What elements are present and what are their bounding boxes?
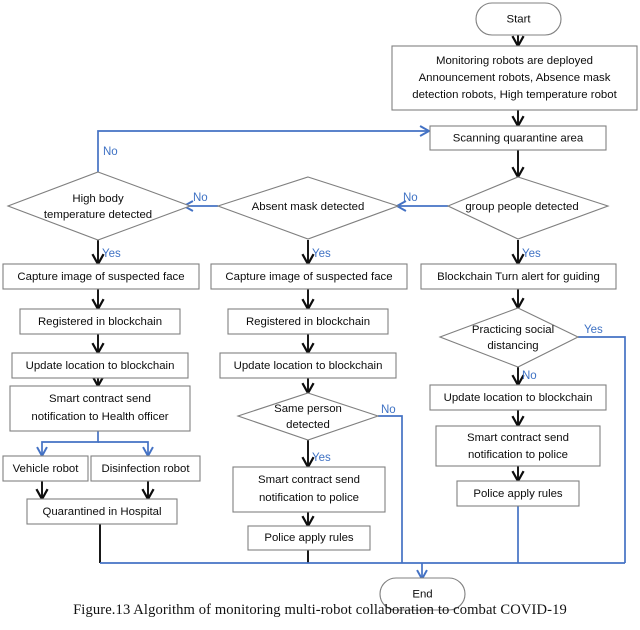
node-deploy[interactable]: Monitoring robots are deployed Announcem…: [391, 45, 638, 111]
edge-same-person-no-to-bottom-bus: [378, 415, 403, 563]
edge-label-hightemp-no: No: [103, 146, 118, 158]
node-absent-mask-label: Absent mask detected: [252, 201, 365, 213]
node-quarantined-label: Quarantined in Hospital: [42, 506, 161, 518]
node-smart-contract-health-officer[interactable]: Smart contract send notification to Heal…: [9, 385, 191, 432]
node-same-person-detected[interactable]: Same person detected: [236, 392, 380, 441]
node-smart-police-mid-line2: notification to police: [259, 492, 359, 504]
node-disinfection-robot-label: Disinfection robot: [101, 463, 190, 475]
node-vehicle-robot-label: Vehicle robot: [13, 463, 80, 475]
node-capture-mid-label: Capture image of suspected face: [225, 271, 392, 283]
node-update-mid-label: Update location to blockchain: [234, 360, 383, 372]
node-update-left-label: Update location to blockchain: [26, 360, 175, 372]
edge-label-same-person-no: No: [381, 404, 396, 416]
edge-label-hightemp-yes: Yes: [102, 248, 121, 260]
edge-smart-health-to-vehicle-robot: [42, 431, 99, 455]
node-group-people-detected[interactable]: group people detected: [446, 176, 610, 240]
node-smart-health-line1: Smart contract send: [49, 393, 151, 405]
edge-label-group-yes: Yes: [522, 248, 541, 260]
node-police-apply-rules-right[interactable]: Police apply rules: [456, 480, 580, 507]
node-deploy-line3: detection robots, High temperature robot: [412, 89, 617, 101]
node-high-temp-line2: temperature detected: [44, 209, 152, 221]
node-police-rules-right-label: Police apply rules: [473, 488, 563, 500]
node-update-location-mid[interactable]: Update location to blockchain: [219, 352, 397, 379]
edge-label-absentmask-yes: Yes: [312, 248, 331, 260]
edge-label-absentmask-no: No: [193, 192, 208, 204]
node-high-temp-line1: High body: [72, 193, 124, 205]
node-absent-mask-detected[interactable]: Absent mask detected: [216, 176, 400, 240]
node-update-location-right[interactable]: Update location to blockchain: [429, 384, 607, 411]
node-blockchain-turn-alert[interactable]: Blockchain Turn alert for guiding: [420, 263, 617, 290]
node-disinfection-robot[interactable]: Disinfection robot: [90, 455, 201, 482]
node-smart-contract-police-right[interactable]: Smart contract send notification to poli…: [435, 425, 601, 467]
node-capture-image-left[interactable]: Capture image of suspected face: [2, 263, 200, 290]
node-scanning[interactable]: Scanning quarantine area: [429, 125, 607, 151]
node-police-apply-rules-mid[interactable]: Police apply rules: [247, 525, 371, 551]
node-update-location-left[interactable]: Update location to blockchain: [11, 352, 189, 379]
node-smart-contract-police-mid[interactable]: Smart contract send notification to poli…: [232, 466, 386, 513]
edge-social-distancing-yes-to-bottom-bus: [578, 336, 626, 563]
node-scanning-label: Scanning quarantine area: [453, 133, 584, 145]
node-smart-police-right-line2: notification to police: [468, 449, 568, 461]
node-practicing-social-distancing[interactable]: Practicing social distancing: [438, 307, 580, 368]
node-registered-blockchain-mid[interactable]: Registered in blockchain: [227, 308, 389, 335]
node-social-distancing-line1: Practicing social: [472, 324, 554, 336]
edge-smart-health-to-disinfection-robot: [98, 441, 148, 455]
node-register-mid-label: Registered in blockchain: [246, 316, 370, 328]
node-end-label: End: [412, 589, 432, 601]
edge-label-social-distancing-no: No: [522, 370, 537, 382]
node-high-temperature-detected[interactable]: High body temperature detected: [6, 171, 192, 241]
node-same-person-line2: detected: [286, 419, 330, 431]
node-capture-left-label: Capture image of suspected face: [17, 271, 184, 283]
edge-label-group-no: No: [403, 192, 418, 204]
node-group-people-label: group people detected: [465, 201, 578, 213]
node-social-distancing-line2: distancing: [487, 340, 538, 352]
node-vehicle-robot[interactable]: Vehicle robot: [2, 455, 89, 482]
node-register-left-label: Registered in blockchain: [38, 316, 162, 328]
node-start[interactable]: Start: [475, 2, 562, 36]
node-smart-police-right-line1: Smart contract send: [467, 432, 569, 444]
node-start-label: Start: [506, 14, 531, 26]
node-capture-image-mid[interactable]: Capture image of suspected face: [210, 263, 408, 290]
edge-label-same-person-yes: Yes: [312, 452, 331, 464]
edge-hightemp-no-to-scanning: [97, 131, 428, 172]
node-police-rules-mid-label: Police apply rules: [264, 532, 354, 544]
node-same-person-line1: Same person: [274, 403, 342, 415]
node-quarantined-hospital[interactable]: Quarantined in Hospital: [26, 498, 178, 525]
node-deploy-line2: Announcement robots, Absence mask: [419, 72, 611, 84]
node-update-right-label: Update location to blockchain: [444, 392, 593, 404]
node-end[interactable]: End: [379, 577, 466, 611]
node-smart-health-line2: notification to Health officer: [31, 411, 168, 423]
node-smart-police-mid-line1: Smart contract send: [258, 474, 360, 486]
figure-caption: Figure.13 Algorithm of monitoring multi-…: [73, 602, 567, 618]
node-registered-blockchain-left[interactable]: Registered in blockchain: [19, 308, 181, 335]
node-blockchain-alert-label: Blockchain Turn alert for guiding: [437, 271, 600, 283]
edge-label-social-distancing-yes: Yes: [584, 324, 603, 336]
node-deploy-line1: Monitoring robots are deployed: [436, 55, 593, 67]
